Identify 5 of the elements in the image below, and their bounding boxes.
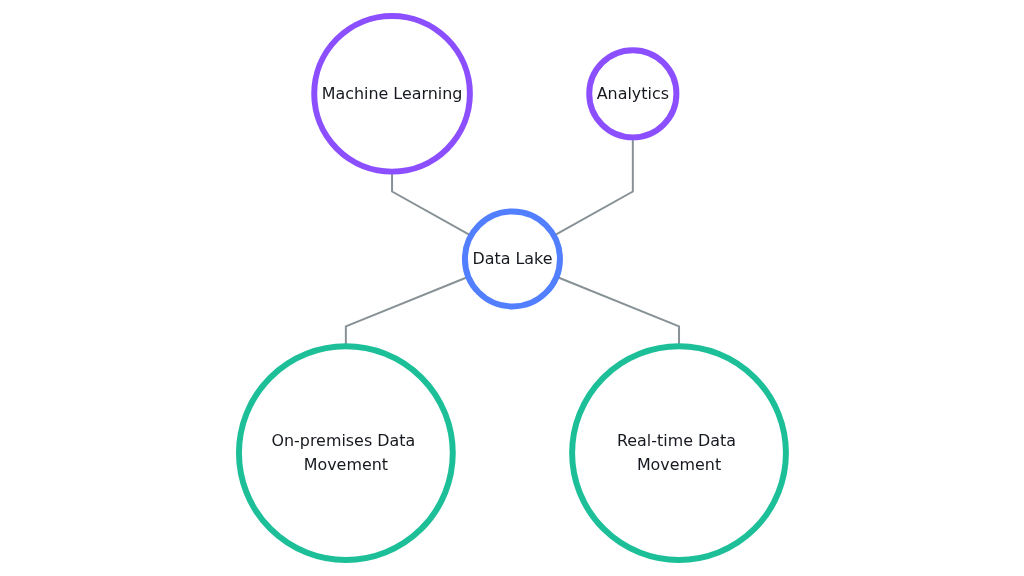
- node-circle: Analytics: [585, 47, 679, 141]
- node-circle: Real-time Data Movement: [568, 343, 789, 563]
- node-circle: Machine Learning: [310, 12, 473, 175]
- node-circle: Data Lake: [461, 208, 563, 310]
- node-circle: On-premises Data Movement: [235, 343, 456, 563]
